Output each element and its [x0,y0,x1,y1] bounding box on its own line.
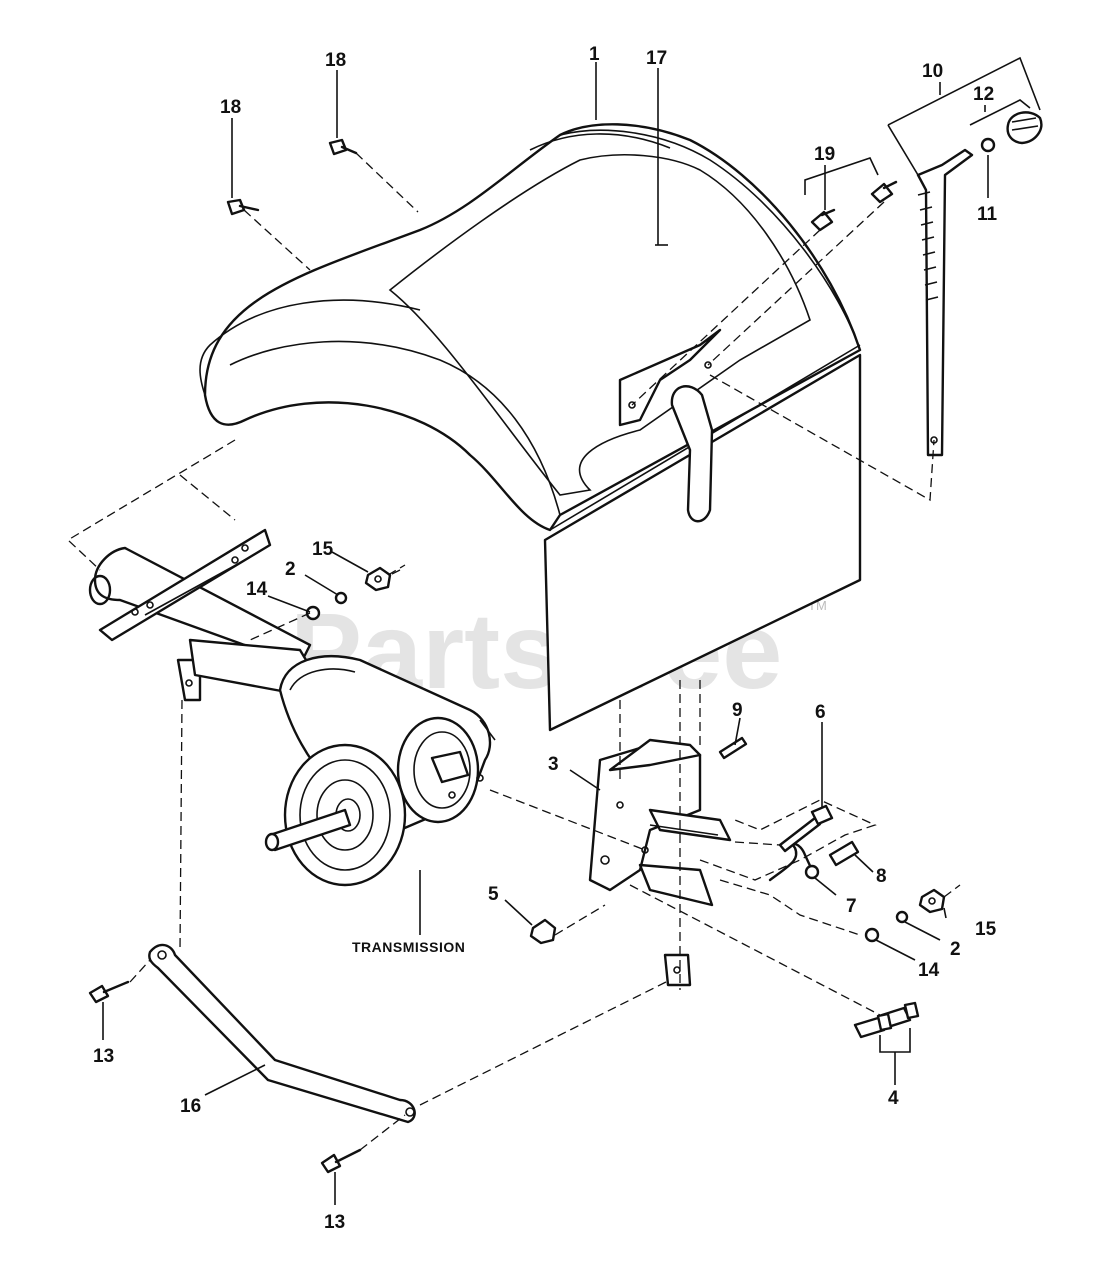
callout-4: 4 [888,1088,899,1109]
callout-9: 9 [732,700,743,721]
depth-bar [916,111,1043,457]
callout-19: 19 [814,144,835,165]
callout-18-left: 18 [220,97,241,118]
callout-12: 12 [973,84,994,105]
callout-17: 17 [646,48,667,69]
callout-14-right: 14 [918,960,940,981]
callout-13-bottom: 13 [324,1212,345,1233]
callout-2-left: 2 [285,559,296,580]
callout-11: 11 [977,204,998,225]
callout-18-top: 18 [325,50,346,71]
tine-shield [199,123,862,732]
callout-8: 8 [876,866,887,887]
callout-15-right: 15 [975,919,997,940]
callout-13-left: 13 [93,1046,114,1067]
callout-14-left: 14 [246,579,268,600]
callout-7: 7 [846,896,857,917]
assembly-lines [66,152,961,1151]
transmission [264,655,496,887]
callout-10: 10 [922,61,943,82]
callout-5: 5 [488,884,499,905]
callout-3: 3 [548,754,559,775]
callout-6: 6 [815,702,826,723]
callout-1: 1 [589,44,600,65]
callout-16: 16 [180,1096,201,1117]
drag-bar [148,943,416,1124]
hitch-bracket [588,738,732,987]
callout-2-right: 2 [950,939,961,960]
callout-15-left: 15 [312,539,334,560]
transmission-label: TRANSMISSION [352,939,465,955]
hardware [88,138,946,1174]
leader-lines [102,56,1041,1205]
tine-shaft-assembly [88,528,332,702]
callouts: 1 17 18 18 19 10 12 11 15 2 14 9 6 3 8 7… [93,44,998,1233]
